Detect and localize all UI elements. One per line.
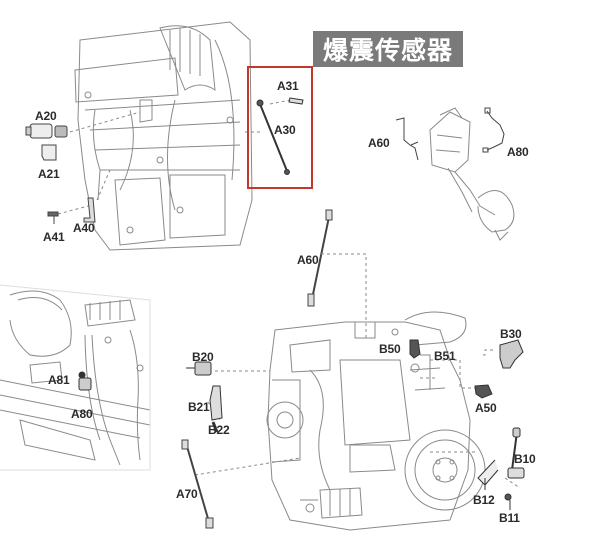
part-label-b12: B12 [473, 493, 495, 507]
part-label-b22: B22 [208, 423, 230, 437]
part-label-a70: A70 [176, 487, 198, 501]
a60-a80-upper-sensors [395, 107, 505, 161]
a70-sensor-illustration [181, 439, 214, 529]
part-label-a41: A41 [43, 230, 65, 244]
part-label-b30: B30 [500, 327, 522, 341]
b50-b51-sensor-illustration [409, 339, 421, 359]
top-engine-block-illustration [74, 21, 253, 251]
part-label-b50: B50 [379, 342, 401, 356]
b20-b22-parts-illustration [186, 361, 223, 433]
mid-leader-lines [321, 253, 367, 340]
part-label-b51: B51 [434, 349, 456, 363]
part-label-a40: A40 [73, 221, 95, 235]
part-label-a80-top: A80 [507, 145, 529, 159]
b30-sensor-illustration [499, 339, 524, 369]
part-label-a81: A81 [48, 373, 70, 387]
part-label-b21: B21 [188, 400, 210, 414]
main-engine-illustration [266, 311, 486, 531]
left-small-parts-illustration [25, 123, 96, 224]
a30-highlight-box [247, 66, 313, 189]
part-label-b11: B11 [499, 511, 520, 525]
a80-left-sensor-illustration [78, 371, 92, 391]
bottom-leader-lines [194, 349, 521, 489]
a30-sensor-illustration [256, 97, 304, 175]
part-label-a21: A21 [38, 167, 60, 181]
part-label-a30: A30 [274, 123, 296, 137]
part-label-a60-mid: A60 [297, 253, 319, 267]
a60-mid-sensor-illustration [307, 209, 333, 307]
left-engine-closeup-illustration [0, 284, 151, 471]
a50-sensor-illustration [474, 384, 493, 399]
part-label-b20: B20 [192, 350, 214, 364]
b10-b12-parts-illustration [477, 427, 525, 510]
title-badge: 爆震传感器 [313, 31, 463, 67]
part-label-a31: A31 [277, 79, 299, 93]
part-label-a60-top: A60 [368, 136, 390, 150]
part-label-b10: B10 [514, 452, 536, 466]
part-label-a80-left: A80 [71, 407, 93, 421]
part-label-a20: A20 [35, 109, 57, 123]
part-label-a50: A50 [475, 401, 497, 415]
catalytic-converter-illustration [429, 107, 515, 241]
